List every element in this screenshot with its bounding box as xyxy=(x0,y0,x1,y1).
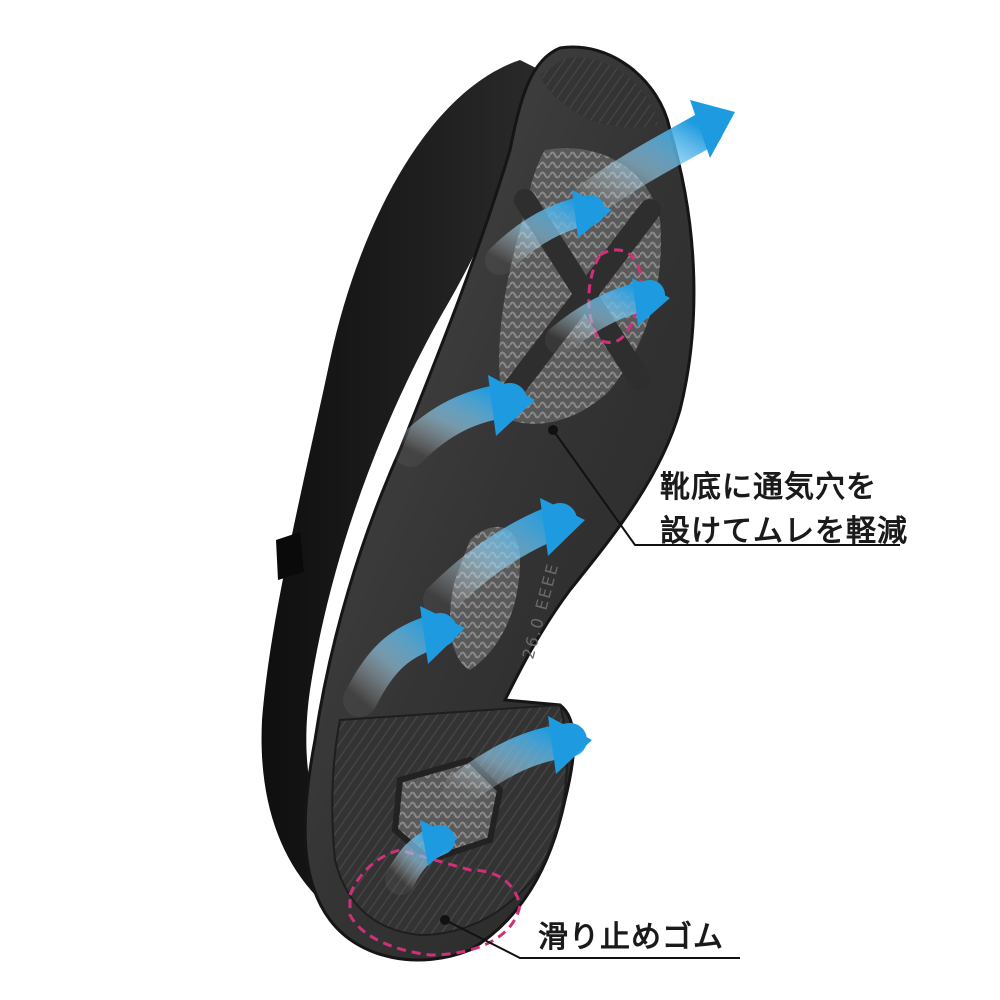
vent-leader-line xyxy=(552,429,900,546)
shoe-strap xyxy=(276,532,304,580)
airflow-arrow-icon xyxy=(393,375,535,467)
toe-tread xyxy=(540,57,658,128)
anti-slip-callout: 滑り止めゴム xyxy=(538,920,724,955)
shoe-upper xyxy=(261,60,560,900)
callout-leaders xyxy=(440,425,900,959)
grip-leader-dot xyxy=(440,915,450,925)
airflow-arrow-icon xyxy=(423,498,585,617)
forefoot-highlight xyxy=(587,248,643,344)
airflow-arrow-icon xyxy=(572,100,735,218)
airflow-arrow-icon xyxy=(385,820,458,895)
airflow-arrow-icon xyxy=(443,716,592,807)
anti-slip-highlight xyxy=(348,848,522,957)
ventilation-callout-line2: 設けてムレを軽減 xyxy=(660,514,908,549)
airflow-arrows xyxy=(343,100,735,895)
airflow-arrow-icon xyxy=(343,606,465,717)
ventilation-callout-line1: 靴底に通気穴を xyxy=(660,470,877,505)
grip-leader-line xyxy=(444,919,740,959)
ventilation-callout: 靴底に通気穴を 設けてムレを軽減 xyxy=(660,466,908,554)
airflow-arrow-icon xyxy=(545,278,670,355)
airflow-arrow-icon xyxy=(485,190,612,275)
vent-leader-dot xyxy=(548,425,558,435)
